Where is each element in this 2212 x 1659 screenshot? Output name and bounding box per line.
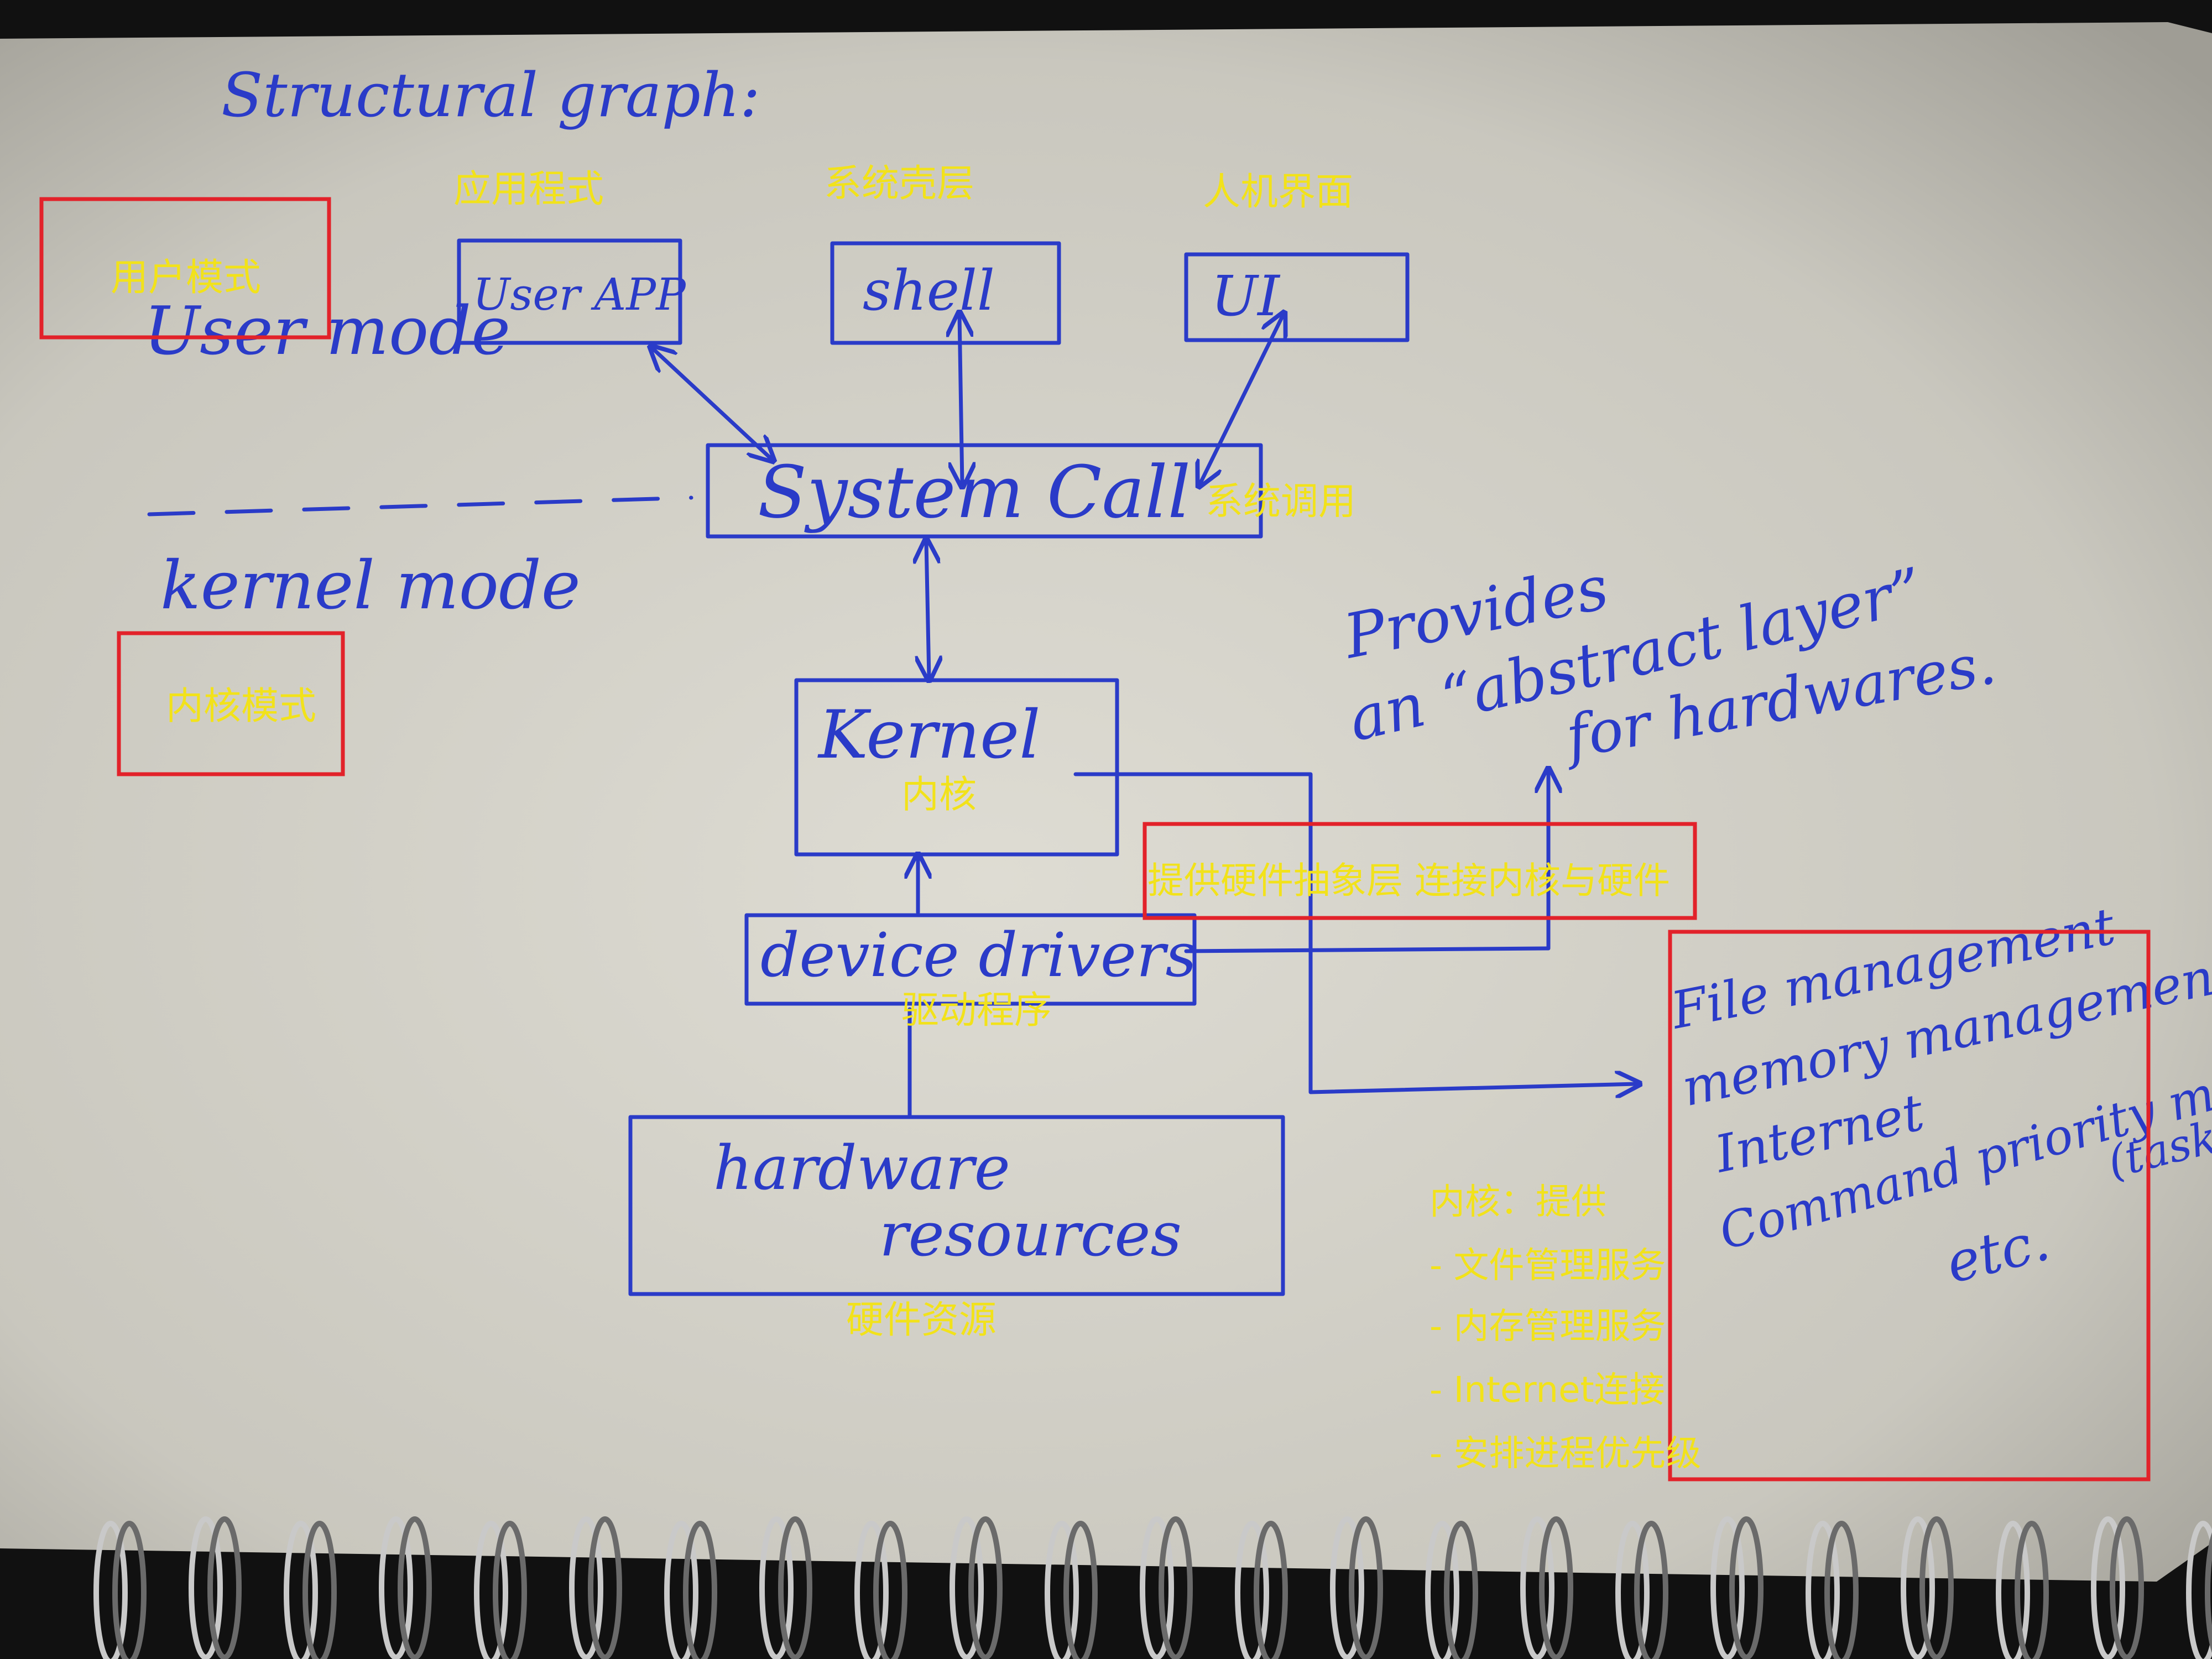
- spiral-ring: [873, 1521, 907, 1659]
- spiral-ring: [778, 1516, 812, 1659]
- spiral-ring: [664, 1521, 698, 1659]
- kernel-services-cn-title: 内核：提供: [1430, 1182, 1606, 1223]
- ui-cn: 人机界面: [1203, 170, 1353, 214]
- spiral-ring: [1615, 1521, 1650, 1659]
- ui-box: [1184, 252, 1410, 342]
- shell-cn: 系统壳层: [824, 162, 974, 206]
- spiral-ring: [302, 1521, 337, 1659]
- spiral-ring: [1824, 1521, 1859, 1659]
- spiral-ring: [93, 1521, 128, 1659]
- kernel-mode-highlight: [117, 631, 345, 776]
- hardware-label-line2: resources: [879, 1199, 1182, 1270]
- kernel-mode-label: kernel mode: [160, 547, 581, 624]
- spiral-ring: [207, 1516, 242, 1659]
- hardware-box: [628, 1115, 1285, 1296]
- kernel-services-cn-3: - Internet连接: [1430, 1370, 1665, 1411]
- spiral-ring: [1919, 1516, 1954, 1659]
- kernel-services-cn-4: - 安排进程优先级: [1430, 1433, 1701, 1474]
- spiral-ring: [474, 1521, 508, 1659]
- kernel-services-highlight: [1668, 930, 2151, 1481]
- spiral-ring: [1901, 1516, 1935, 1659]
- kernel-services-cn-1: - 文件管理服务: [1430, 1245, 1666, 1286]
- spiral-ring: [1254, 1521, 1288, 1659]
- spiral-ring: [1425, 1521, 1459, 1659]
- spiral-ring: [2091, 1516, 2125, 1659]
- spiral-ring: [1349, 1516, 1383, 1659]
- arrow-ui-syscall: [1200, 315, 1283, 484]
- spiral-ring: [1444, 1521, 1478, 1659]
- spiral-ring: [398, 1516, 432, 1659]
- spiral-ring: [1520, 1516, 1554, 1659]
- spiral-ring: [1539, 1516, 1573, 1659]
- spiral-ring: [854, 1521, 889, 1659]
- spiral-ring: [569, 1516, 603, 1659]
- diagram-heading: Structural graph:: [221, 60, 760, 131]
- spiral-ring: [284, 1521, 318, 1659]
- kernel-box: [794, 678, 1119, 857]
- spiral-ring: [2015, 1521, 2049, 1659]
- spiral-ring: [1634, 1521, 1668, 1659]
- arrow-shell-syscall: [959, 315, 962, 484]
- device-drivers-box: [744, 913, 1197, 1006]
- spiral-ring: [112, 1521, 147, 1659]
- spiral-ring: [1729, 1516, 1764, 1659]
- spiral-ring: [493, 1521, 527, 1659]
- abstract-layer-highlight: [1142, 822, 1697, 920]
- kernel-label: Kernel: [817, 697, 1040, 774]
- spiral-ring: [1330, 1516, 1364, 1659]
- spiral-ring: [2110, 1516, 2144, 1659]
- system-call-cn: 系统调用: [1206, 480, 1356, 524]
- device-drivers-cn: 驱动程序: [901, 989, 1052, 1032]
- device-drivers-label: device drivers: [760, 920, 1197, 990]
- spiral-binding: [93, 1516, 2212, 1659]
- hardware-cn: 硬件资源: [846, 1298, 997, 1342]
- spiral-ring: [1235, 1521, 1269, 1659]
- system-call-label: System Call: [758, 450, 1191, 534]
- arrow-userapp-syscall: [653, 348, 771, 459]
- kernel-mode-cn: 内核模式: [166, 685, 316, 728]
- arrow-syscall-kernel: [926, 542, 929, 677]
- spiral-ring: [1159, 1516, 1193, 1659]
- spiral-ring: [1710, 1516, 1745, 1659]
- spiral-ring: [1140, 1516, 1174, 1659]
- spiral-ring: [1063, 1521, 1098, 1659]
- spiral-ring: [588, 1516, 622, 1659]
- spiral-ring: [950, 1516, 984, 1659]
- shell-box: [830, 241, 1061, 345]
- user-app-box: [457, 238, 682, 345]
- spiral-ring: [2205, 1532, 2212, 1653]
- kernel-cn: 内核: [901, 773, 977, 817]
- spiral-ring: [2186, 1521, 2212, 1659]
- user-mode-cn: 用户模式: [111, 256, 261, 300]
- spiral-ring: [683, 1521, 717, 1659]
- shell-label: shell: [863, 258, 995, 323]
- spiral-ring: [968, 1516, 1003, 1659]
- mode-divider: [147, 495, 693, 517]
- spiral-ring: [1045, 1521, 1079, 1659]
- paper-sheet: [0, 22, 2212, 1582]
- user-mode-highlight: [39, 197, 331, 340]
- spiral-ring: [1806, 1521, 1840, 1659]
- kernel-services-cn-2: - 内存管理服务: [1430, 1306, 1666, 1347]
- user-app-label: User APP: [473, 269, 686, 320]
- spiral-ring: [379, 1516, 413, 1659]
- spiral-ring: [189, 1516, 223, 1659]
- spiral-ring: [759, 1516, 794, 1659]
- user-app-cn: 应用程式: [453, 168, 604, 211]
- spiral-ring: [1996, 1521, 2030, 1659]
- ui-label: UI: [1211, 264, 1281, 328]
- arrow-drivers-note: [1184, 771, 1548, 953]
- arrow-kernel-services: [1073, 772, 1637, 1092]
- hardware-label-line1: hardware: [713, 1133, 1010, 1203]
- abstract-layer-cn: 提供硬件抽象层 连接内核与硬件: [1147, 859, 1670, 902]
